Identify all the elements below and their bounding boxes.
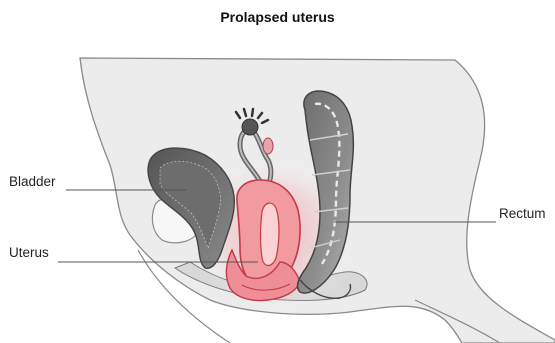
ovary-right	[263, 138, 273, 154]
uterus-label: Uterus	[9, 245, 49, 260]
uterine-cavity	[261, 203, 280, 265]
bladder-label: Bladder	[9, 174, 56, 189]
rectum-label: Rectum	[499, 206, 546, 221]
ovary	[242, 119, 258, 135]
